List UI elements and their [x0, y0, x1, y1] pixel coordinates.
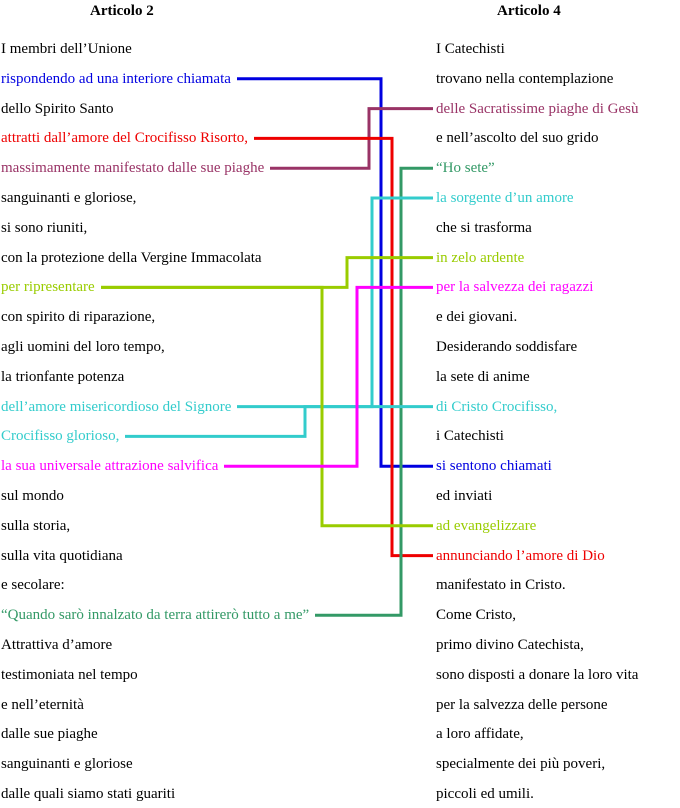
connector-green [315, 166, 433, 617]
left-line: la sua universale attrazione salvifica [1, 458, 219, 475]
right-line: di Cristo Crocifisso, [436, 398, 558, 415]
left-line: testimoniata nel tempo [1, 666, 138, 683]
right-line: si sentono chiamati [436, 458, 552, 475]
connector-cyan [237, 196, 433, 409]
right-line: la sete di anime [436, 368, 530, 385]
left-line: dell’amore misericordioso del Signore [1, 398, 232, 415]
left-line: dalle sue piaghe [1, 726, 98, 743]
left-line: massimamente manifestato dalle sue piagh… [1, 160, 265, 177]
right-line: sono disposti a donare la loro vita [436, 666, 639, 683]
left-line: con spirito di riparazione, [1, 309, 156, 326]
right-line: e nell’ascolto del suo grido [436, 130, 599, 147]
right-line: e dei giovani. [436, 309, 518, 326]
left-line: sanguinanti e gloriose, [1, 190, 137, 206]
right-line: a loro affidate, [436, 726, 524, 743]
left-line: dalle quali siamo stati guariti [1, 786, 176, 802]
left-line: I membri dell’Unione [1, 41, 132, 57]
connector-blue [237, 77, 433, 468]
left-line: “Quando sarò innalzato da terra attirerò… [1, 607, 310, 624]
left-line: la trionfante potenza [1, 368, 125, 385]
heading-articolo-2: Articolo 2 [90, 3, 154, 19]
right-line: la sorgente d’un amore [436, 190, 574, 206]
right-line: per la salvezza delle persone [436, 696, 608, 713]
right-line: manifestato in Cristo. [436, 577, 566, 594]
right-line: ad evangelizzare [436, 517, 537, 534]
right-line: piccoli ed umili. [436, 786, 534, 802]
right-line: specialmente dei più poveri, [436, 756, 606, 773]
left-line: sul mondo [1, 488, 64, 504]
connector-purple [270, 107, 433, 170]
right-line: delle Sacratissime piaghe di Gesù [436, 100, 639, 117]
heading-articolo-4: Articolo 4 [497, 3, 561, 19]
left-line: Attrattiva d’amore [1, 637, 113, 653]
left-line: e secolare: [1, 577, 65, 594]
left-line: attratti dall’amore del Crocifisso Risor… [1, 130, 249, 147]
left-line: con la protezione della Vergine Immacola… [1, 249, 262, 266]
left-line: sulla storia, [1, 517, 71, 534]
right-line: Come Cristo, [436, 607, 517, 624]
left-line: e nell’eternità [1, 696, 84, 713]
left-line: rispondendo ad una interiore chiamata [1, 70, 231, 87]
right-line: per la salvezza dei ragazzi [436, 279, 594, 296]
right-line: Desiderando soddisfare [436, 339, 578, 355]
right-line: che si trasforma [436, 219, 532, 236]
right-line: “Ho sete” [436, 160, 495, 177]
left-line: Crocifisso glorioso, [1, 428, 120, 445]
left-line: agli uomini del loro tempo, [1, 339, 165, 355]
right-line: trovano nella contemplazione [436, 70, 614, 87]
left-line: dello Spirito Santo [1, 100, 114, 117]
right-line: primo divino Catechista, [436, 637, 584, 653]
right-line: i Catechisti [436, 428, 504, 445]
left-line: sanguinanti e gloriose [1, 756, 133, 773]
connector-magenta [224, 285, 433, 468]
connector-red [254, 136, 433, 558]
left-line: si sono riuniti, [1, 219, 88, 236]
left-line: sulla vita quotidiana [1, 547, 123, 564]
right-line: I Catechisti [436, 41, 505, 57]
right-line: annunciando l’amore di Dio [436, 547, 605, 564]
right-line: in zelo ardente [436, 249, 525, 266]
right-line: ed inviati [436, 488, 493, 504]
left-line: per ripresentare [1, 279, 95, 296]
